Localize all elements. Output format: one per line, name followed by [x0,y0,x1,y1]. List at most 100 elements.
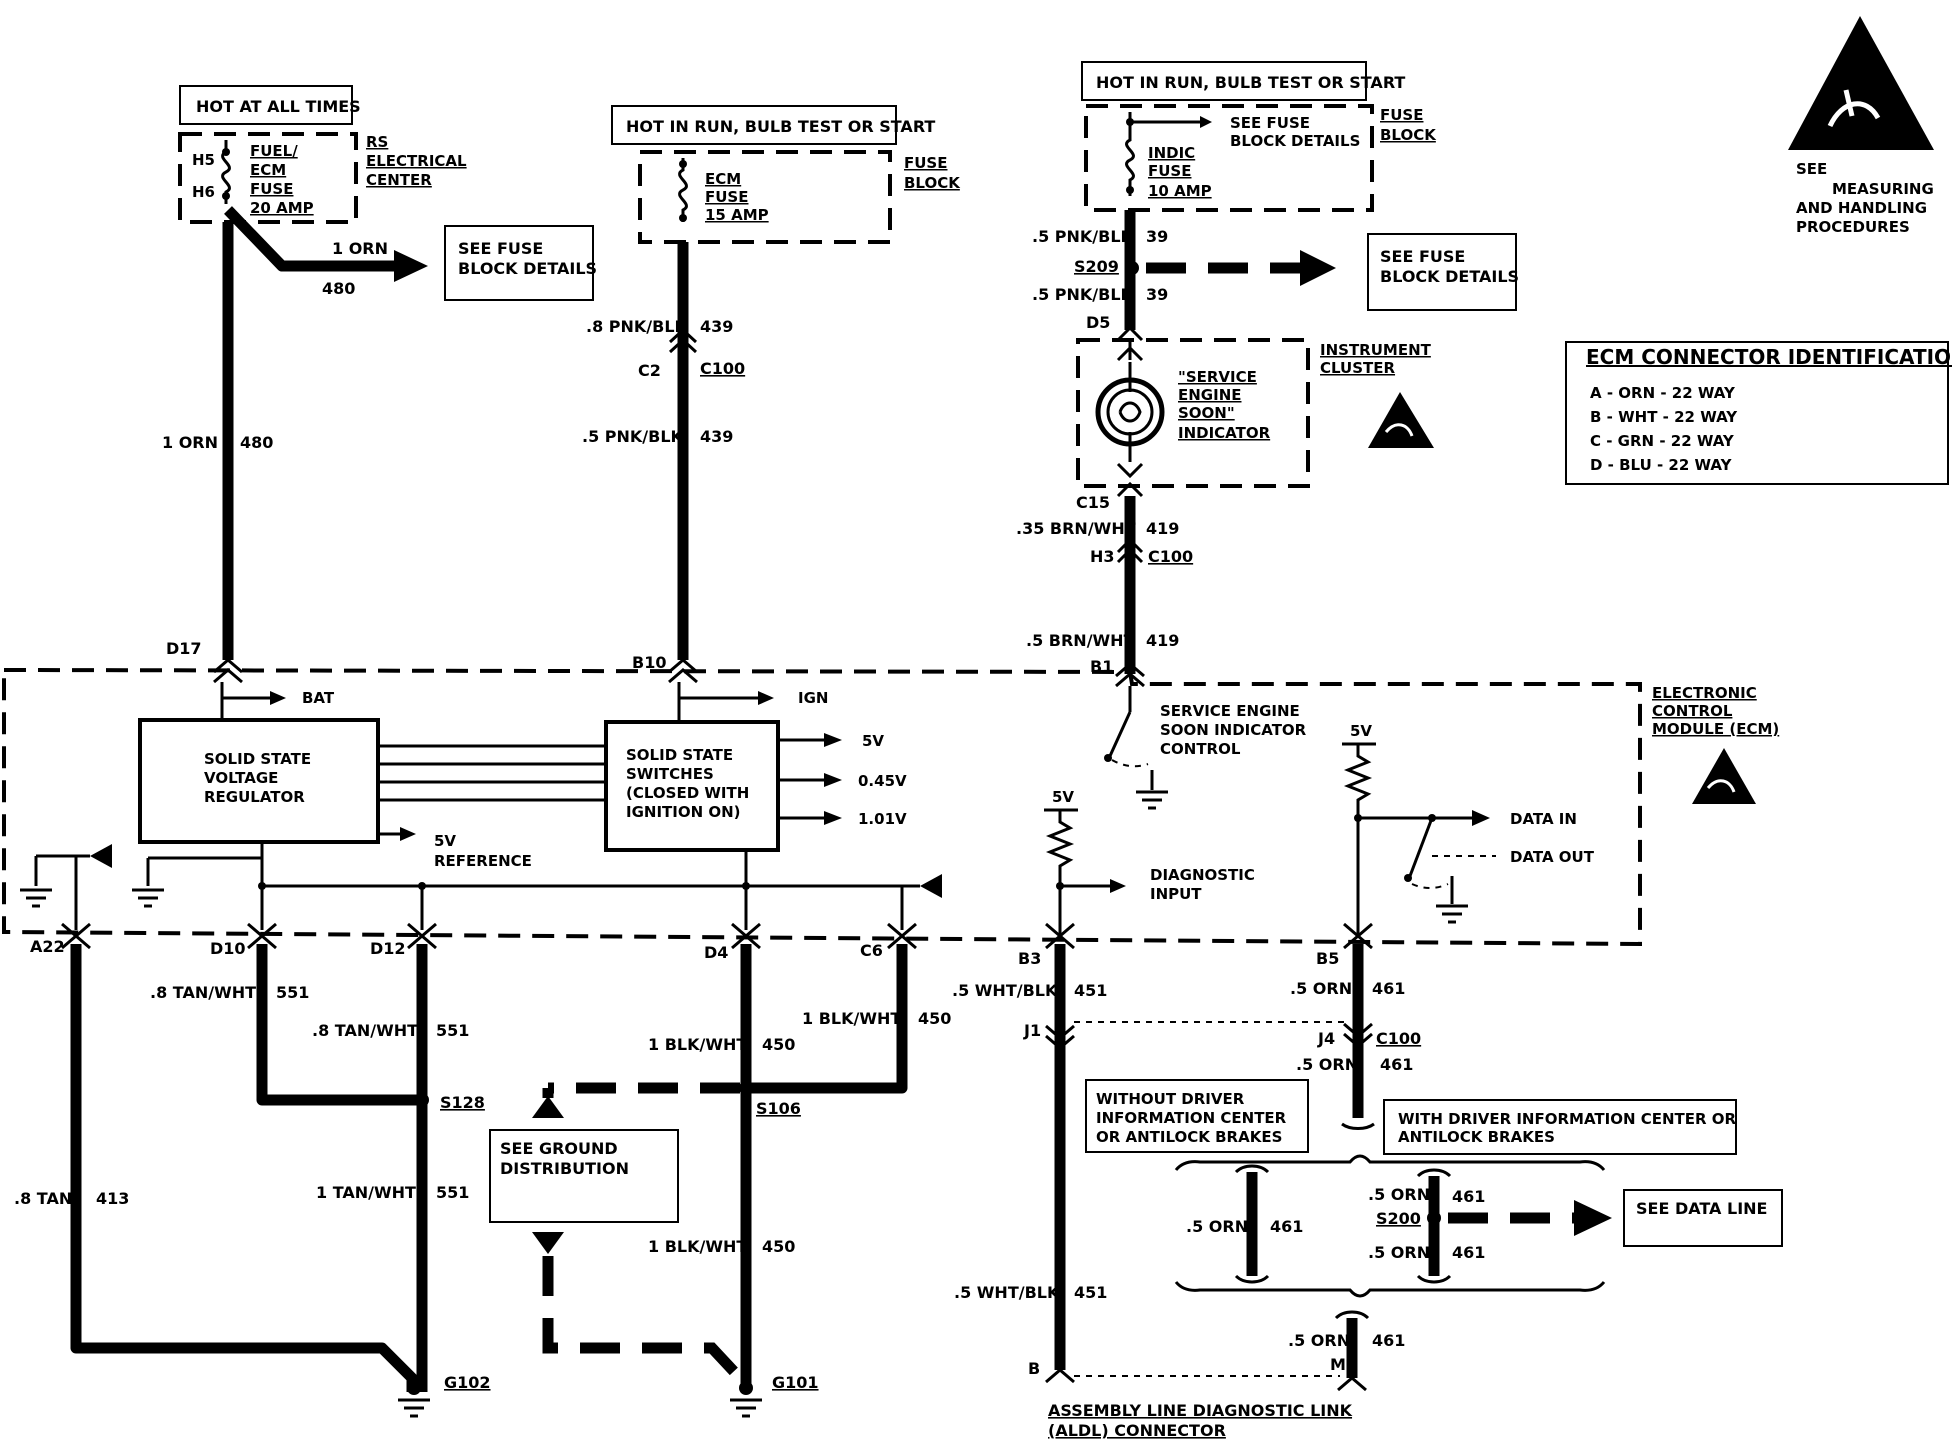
with-dic-box [1383,1099,1737,1155]
pin-aldl-m: M [1330,1355,1346,1374]
ses-indicator-label-2: ENGINE [1178,386,1242,404]
wire-450-a-gauge: 1 BLK/WHT [648,1035,747,1054]
switches-label-3: (CLOSED WITH [626,784,749,802]
lamp-filament [1118,401,1142,423]
connector-c100-symbol [668,337,698,354]
fuse-node [1126,118,1134,126]
ground-g101-icon [730,1398,762,1418]
wire-480-gauge: 1 ORN [162,433,218,452]
wire-551-c-gauge: 1 TAN/WHT [316,1183,416,1202]
esd-note-3: AND HANDLING [1796,199,1927,217]
without-dic-box [1085,1079,1309,1153]
esd-large-warning-icon [1788,16,1934,150]
connector-id-b: B - WHT - 22 WAY [1590,408,1738,426]
arrow-to-data-line [1574,1200,1612,1236]
wire-39-bot-gauge: .5 PNK/BLK [1032,285,1134,304]
arrow-small [1472,810,1490,826]
rs-center-label-1: RS [366,133,388,151]
see-fuse-block-box-inside [444,225,594,301]
wire-439-top-circuit: 439 [700,317,733,336]
wire-413-gauge: .8 TAN [14,1189,72,1208]
arrow-to-fuse-block [394,250,428,282]
fuel-ecm-fuse-label-3: FUSE [250,180,293,198]
a22-arrow [90,844,112,868]
ground-icon [1136,790,1168,810]
pin-j4: J4 [1317,1029,1335,1048]
wire-461-d-circuit: 461 [1452,1187,1485,1206]
node [1354,814,1362,822]
wire-461-c-circuit: 461 [1270,1217,1303,1236]
wire-480-circuit: 480 [240,433,273,452]
wire-451-bot-gauge: .5 WHT/BLK [954,1283,1060,1302]
wire-461-c-gauge: .5 ORN [1186,1217,1248,1236]
ecm-internals: BAT SOLID STATE VOLTAGE REGULATOR 5V REF… [20,682,1595,936]
diagnostic-wiring: .5 WHT/BLK 451 J1 .5 WHT/BLK 451 B ASSEM… [952,934,1783,1440]
aldl-pin-b-symbol [1045,1368,1075,1384]
aldl-pin-m-symbol [1337,1376,1367,1392]
pin-b3: B3 [1018,949,1041,968]
connector-id-title: ECM CONNECTOR IDENTIFICATION [1586,345,1952,369]
fuse-pin-h6: H6 [192,183,215,201]
arrow-to-fuse-block-2 [1300,250,1336,286]
wire-461-e-gauge: .5 ORN [1368,1243,1430,1262]
pin-c2: C2 [638,361,661,380]
c6-mate [887,934,917,950]
instrument-cluster-label-1: INSTRUMENT [1320,341,1432,359]
ecm-fuse-label-2: FUSE [705,188,748,206]
wire-461-f-circuit: 461 [1372,1331,1405,1350]
node [418,882,426,890]
see-fuse-block-box-2 [1367,233,1517,311]
ground-g102: G102 [444,1373,491,1392]
power-source-3: HOT IN RUN, BULB TEST OR START SEE FUSE … [1016,61,1519,676]
diag-input-label-2: INPUT [1150,885,1202,903]
see-data-line-label: SEE DATA LINE [1636,1199,1767,1218]
esd-warning-icon [1368,392,1434,448]
hot-at-all-times-label: HOT AT ALL TIMES [196,97,361,116]
see-fuse-details-1: SEE FUSE [1230,114,1310,132]
splice-s200: S200 [1376,1209,1421,1228]
fuse-node [679,214,687,222]
connector-c100-symbol [1343,1022,1373,1048]
data-5v-label: 5V [1350,722,1372,740]
diag-input-label-1: DIAGNOSTIC [1150,866,1255,884]
ground-dist-arrow-down [532,1232,564,1254]
b3-mate [1045,934,1075,950]
ground-icon [132,888,164,908]
wire-413-circuit: 413 [96,1189,129,1208]
ecm-fuse-symbol [678,158,688,222]
fuel-ecm-fuse-label-1: FUEL/ [250,142,298,160]
wire-439-bot-gauge: .5 PNK/BLK [582,427,684,446]
wire-461-f-gauge: .5 ORN [1288,1331,1350,1350]
splice-s200-node [1427,1211,1441,1225]
wire-39-top-circuit: 39 [1146,227,1168,246]
d4-mate [731,934,761,950]
splice-s106-node [739,1081,753,1095]
arrow-small [824,811,842,825]
hot-in-run-label-2: HOT IN RUN, BULB TEST OR START [1096,73,1405,92]
option-bracket-top [1174,1154,1606,1171]
data-resistor [1343,744,1373,936]
wire-551-d10 [256,944,420,1106]
pin-d10: D10 [210,939,246,958]
ground-dist-arrow-up [532,1096,564,1118]
ground-icon [20,888,52,908]
with-dic-label-1: WITH DRIVER INFORMATION CENTER OR [1398,1110,1737,1128]
splice-s128-node [415,1093,429,1107]
ecm-fuse-label-1: ECM [705,170,741,188]
ground-dist-box [489,1129,679,1223]
ecm-connector-id-table: ECM CONNECTOR IDENTIFICATION A - ORN - 2… [1565,341,1952,485]
ses-control-label-1: SERVICE ENGINE [1160,702,1300,720]
esd-note: SEE MEASURING AND HANDLING PROCEDURES [1788,16,1934,236]
splice-s209-node [1125,261,1139,275]
wire-419-top-gauge: .35 BRN/WHT [1016,519,1136,538]
connector-c15-top [1116,462,1144,479]
pin-b5: B5 [1316,949,1339,968]
hot-in-run-box-2 [1081,61,1367,101]
switches-label-1: SOLID STATE [626,746,733,764]
see-fuse-details-2: BLOCK DETAILS [1230,132,1360,150]
ecm-fuse-label-3: 15 AMP [705,206,769,224]
ground-g102-icon [398,1398,430,1418]
with-dic-label-2: ANTILOCK BRAKES [1398,1128,1555,1146]
see-data-line-box [1623,1189,1783,1247]
